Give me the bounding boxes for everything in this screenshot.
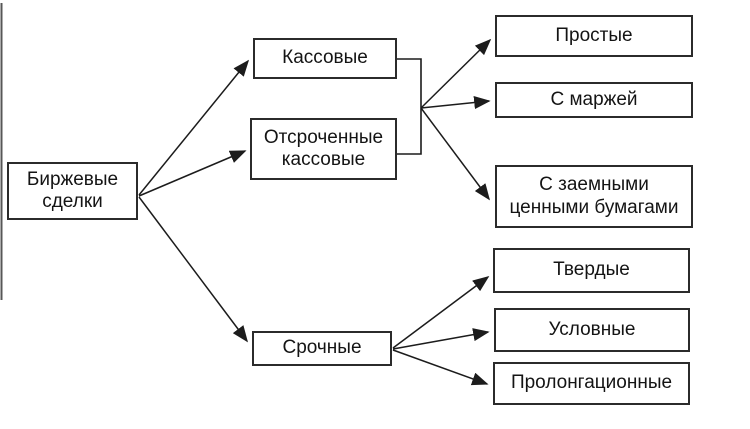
node-deferred-cash: Отсроченные кассовые (250, 118, 397, 180)
node-cash-label: Кассовые (282, 47, 368, 69)
node-exchange-deals: Биржевые сделки (7, 162, 138, 220)
node-term-label: Срочные (282, 337, 362, 359)
node-prolongation-label: Пролонгационные (510, 372, 673, 394)
node-term: Срочные (252, 331, 392, 366)
arrow-cash-to-simple (420, 38, 492, 109)
arrow-root-to-cash (138, 59, 250, 196)
node-borrowed-securities: С заемными ценными бумагами (495, 165, 693, 228)
arrow-root-to-deferred-cash (138, 150, 247, 197)
node-with-margin: С маржей (495, 82, 693, 118)
arrow-term-to-conditional (392, 328, 490, 350)
node-firm: Твердые (493, 248, 690, 293)
node-conditional-label: Условные (548, 318, 636, 340)
arrow-term-to-prolongation (392, 349, 489, 386)
node-conditional: Условные (494, 308, 690, 352)
arrow-term-to-firm (392, 276, 490, 349)
bracket-cash-group (397, 58, 422, 155)
arrow-cash-to-borrowed (420, 107, 490, 201)
arrow-cash-to-margin (420, 95, 491, 110)
node-borrowed-securities-label: С заемными ценными бумагами (509, 174, 679, 218)
node-cash: Кассовые (253, 38, 397, 79)
node-prolongation: Пролонгационные (493, 362, 690, 405)
node-simple: Простые (495, 15, 693, 57)
node-firm-label: Твердые (553, 259, 630, 281)
node-with-margin-label: С маржей (550, 88, 638, 110)
node-simple-label: Простые (555, 24, 633, 46)
arrow-root-to-term (138, 196, 248, 343)
node-exchange-deals-label: Биржевые сделки (26, 168, 119, 212)
node-deferred-cash-label: Отсроченные кассовые (263, 126, 384, 170)
